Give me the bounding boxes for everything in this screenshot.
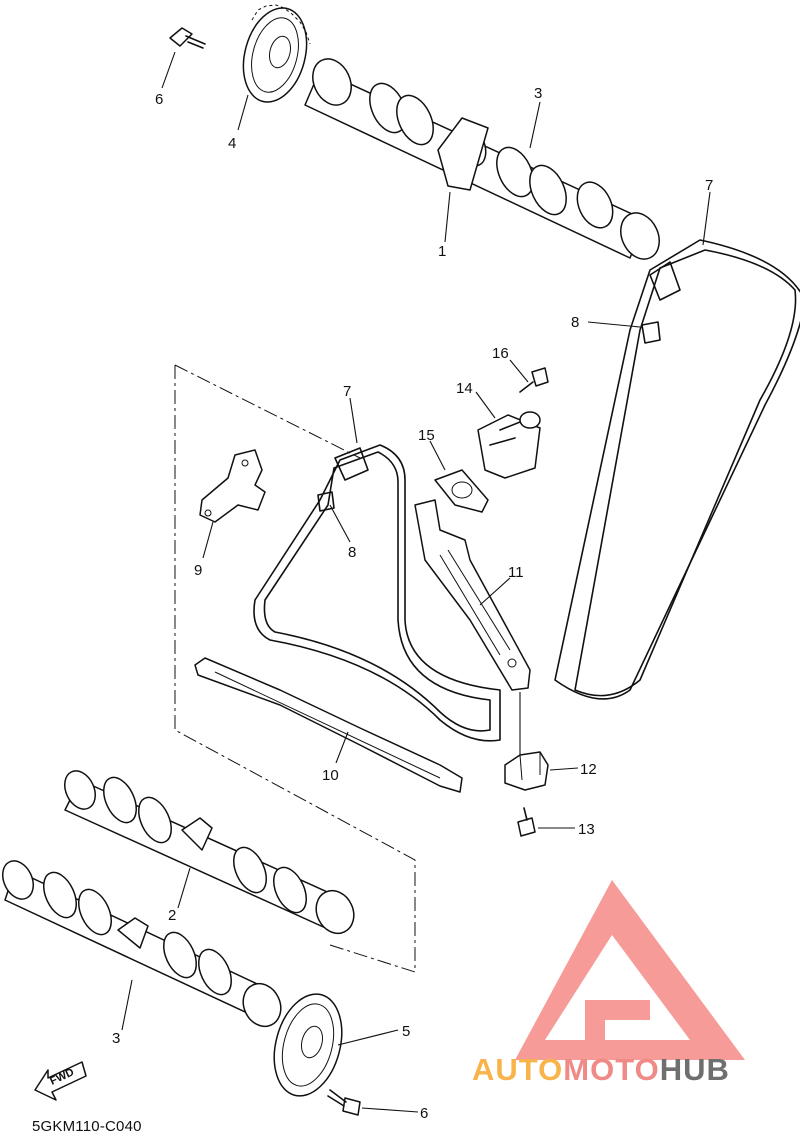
logo-part-auto: AUTO	[472, 1052, 564, 1087]
callout-10: 10	[322, 767, 339, 784]
chain-guide-bar	[194, 657, 463, 793]
top-bolt	[169, 27, 206, 49]
cam-chain-left	[253, 444, 501, 742]
stopper-bolt	[517, 807, 536, 837]
callout-16: 16	[492, 345, 509, 362]
cam-chain-tensioner	[477, 411, 541, 479]
callout-3-bottom: 3	[112, 1030, 120, 1047]
callout-13: 13	[578, 821, 595, 838]
callout-4: 4	[228, 135, 236, 152]
assembly-boundary-outline	[174, 364, 416, 973]
bottom-bolt	[327, 1089, 361, 1116]
callout-6-bottom: 6	[420, 1105, 428, 1122]
logo-part-hub: HUB	[659, 1052, 730, 1087]
callout-5: 5	[402, 1023, 410, 1040]
callout-6-top: 6	[155, 91, 163, 108]
exhaust-camshaft	[304, 58, 660, 260]
exhaust-cam-sprocket	[242, 4, 311, 103]
callout-7-left: 7	[343, 383, 351, 400]
diagram-code: 5GKM110-C040	[32, 1118, 142, 1135]
cam-chain-right	[554, 239, 800, 700]
callout-11: 11	[508, 564, 524, 581]
intake-cam-sprocket	[273, 993, 343, 1097]
callout-9: 9	[194, 562, 202, 579]
leader-lines	[121, 51, 711, 1113]
forward-direction-arrow-icon: FWD	[34, 1061, 87, 1101]
tensioner-bolt	[519, 367, 549, 393]
logo-part-moto: MOTO	[563, 1052, 660, 1087]
intake-camshaft-lower	[2, 860, 282, 1028]
callout-3-top: 3	[534, 85, 542, 102]
callout-14: 14	[456, 380, 473, 397]
callout-7-right: 7	[705, 177, 713, 194]
callout-8-left: 8	[348, 544, 356, 561]
callout-15: 15	[418, 427, 435, 444]
intake-camshaft	[64, 770, 355, 935]
tensioner-gasket	[434, 469, 489, 513]
automotohub-logo-text: AUTOMOTOHUB	[472, 1052, 730, 1088]
chain-guide-bracket	[199, 449, 266, 523]
chain-tensioner-guide	[414, 499, 531, 691]
callout-2: 2	[168, 907, 176, 924]
logo-triangle-icon	[515, 880, 745, 1060]
callout-8-right: 8	[571, 314, 579, 331]
callout-1: 1	[438, 243, 446, 260]
guide-stopper	[504, 751, 549, 791]
callout-12: 12	[580, 761, 597, 778]
